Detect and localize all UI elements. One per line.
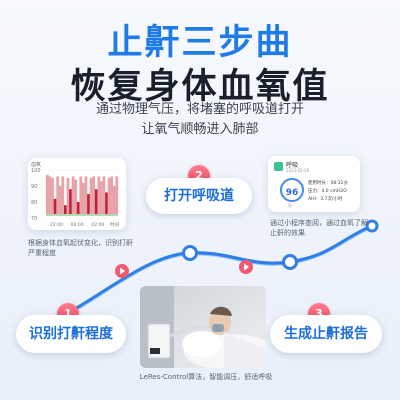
chart-bar <box>64 205 67 214</box>
photo-caption: LeRes-Control算法，智能调压，舒适呼吸 <box>139 373 273 381</box>
chart-bar <box>92 176 96 214</box>
chart-bar <box>53 198 57 214</box>
chart-bar <box>71 176 75 214</box>
chart-xlabel: 时间 <box>110 221 119 228</box>
chart-ylabel: 血氧 <box>31 161 41 168</box>
report-rows: 使用时长：08:32分 压力：4.0 cmH2O AHI：3.7次/小时 <box>308 180 348 204</box>
report-row: 压力：4.0 cmH2O <box>308 189 347 194</box>
curve-node <box>365 219 379 233</box>
report-header: 呼吸 <box>286 162 299 169</box>
subtitle-line-2: 让氧气顺畅进入肺部 <box>141 122 259 137</box>
chart-ytick: 90 <box>31 184 37 190</box>
subtitle-line-1: 通过物理气压，将堵塞的呼吸道打开 <box>95 102 304 117</box>
chart-xtick: 00:00 <box>71 222 84 228</box>
chart-bar <box>79 176 83 214</box>
chart-bar <box>105 192 108 214</box>
chart-bar <box>100 181 103 214</box>
chart-bar <box>102 176 106 214</box>
chart-bar <box>66 178 70 214</box>
report-score: 96 <box>285 188 299 198</box>
curve-node <box>182 245 198 261</box>
chart-bar <box>48 176 52 214</box>
chart-bar <box>76 202 80 214</box>
chart-ytick: 70 <box>31 216 37 222</box>
chart-bar <box>69 189 72 214</box>
chart-bar <box>97 176 101 214</box>
report-row: AHI：3.7次/小时 <box>308 197 343 202</box>
chart-bar <box>61 176 65 214</box>
chart-ytick: 80 <box>31 200 37 206</box>
step-1-button[interactable]: 识别打鼾程度 <box>16 315 126 353</box>
chart-bar <box>46 174 49 214</box>
score-unit: 分 <box>288 203 292 208</box>
chart-bar <box>56 176 60 214</box>
chart-caption: 根据身体血氧起伏变化，识别打鼾严重程度 <box>28 239 133 257</box>
step-3-button[interactable]: 生成止鼾报告 <box>270 315 382 353</box>
chart-xtick: 22:00 <box>50 222 63 228</box>
sleeping-person-illustration <box>140 286 266 368</box>
report-date: 2023-02-26 <box>286 168 310 173</box>
app-icon <box>274 162 283 171</box>
report-row: 使用时长：08:32分 <box>308 181 348 186</box>
chart-bar <box>51 178 54 214</box>
arrow-icon <box>115 264 129 278</box>
page-title: 止鼾三步曲 <box>107 23 293 63</box>
curve-node <box>282 254 298 270</box>
chart-bar <box>115 176 119 214</box>
subtitle: 通过物理气压，将堵塞的呼吸道打开 让氧气顺畅进入肺部 <box>0 100 400 140</box>
chart-bar <box>110 176 114 214</box>
chart-bar <box>107 178 111 214</box>
chart-ytick: 100 <box>31 168 41 174</box>
score-ring: 96 <box>280 178 304 202</box>
chart-bar <box>82 182 85 214</box>
arrow-icon <box>239 260 253 274</box>
page-headline: 恢复身体血氧值 <box>70 67 330 107</box>
chart-bar <box>87 194 90 214</box>
step-2-button[interactable]: 打开呼吸道 <box>146 178 252 214</box>
chart-xtick: 02:00 <box>91 222 104 228</box>
sleep-photo <box>140 286 266 368</box>
chart-bar <box>94 189 98 214</box>
chart-bar <box>89 178 93 214</box>
phone-caption: 通过小程序查阅，通过血氧了解止鼾的效果 <box>270 219 368 237</box>
chart-bar <box>84 176 88 214</box>
chart-bar <box>58 186 62 214</box>
chart-bar <box>74 179 78 214</box>
report-card: 呼吸 2023-02-26 96 分 使用时长：08:32分 压力：4.0 cm… <box>268 156 360 212</box>
chart-bar <box>112 186 116 214</box>
